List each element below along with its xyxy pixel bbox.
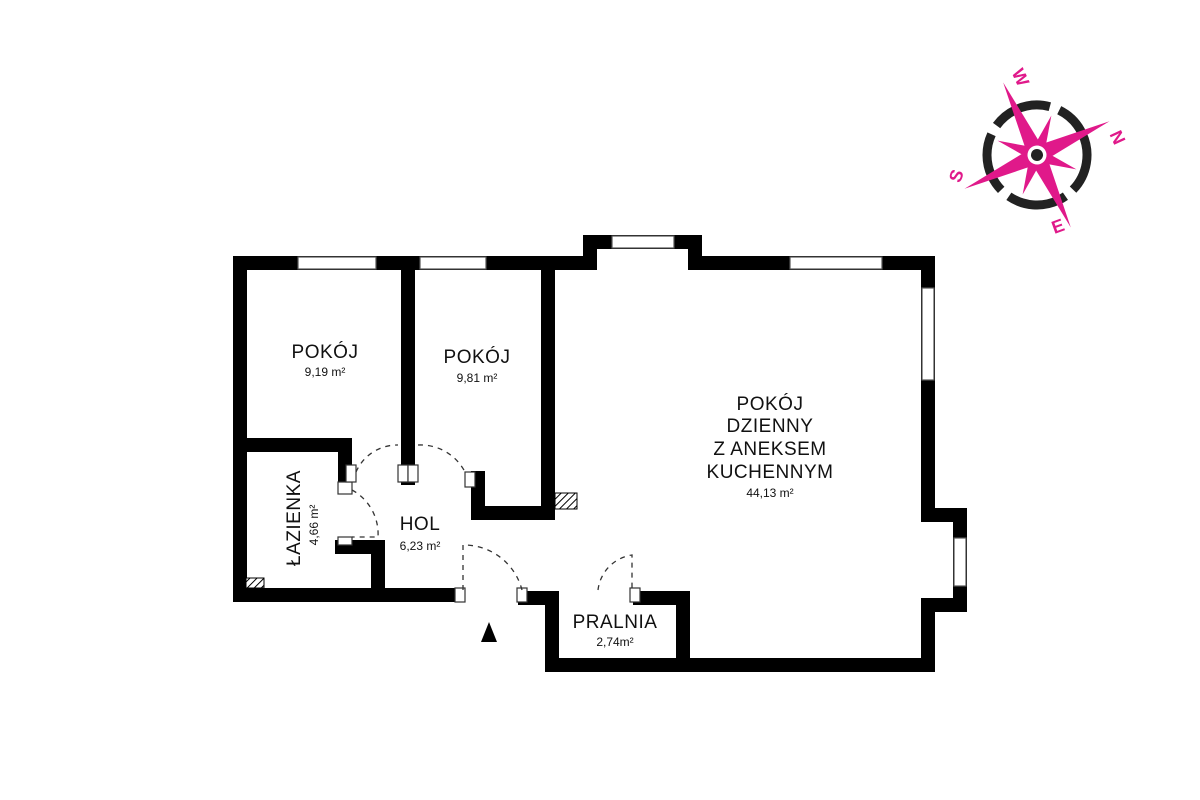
chimney-icon: [245, 577, 265, 589]
window: [953, 537, 967, 587]
chimney-icon: [554, 492, 578, 510]
compass-north-label: N: [1106, 127, 1130, 147]
interior-wall: [335, 540, 385, 602]
room-name: ŁAZIENKA: [284, 470, 305, 566]
room-area: 4,66 m²: [307, 505, 321, 546]
entrance-triangle-icon: [481, 622, 497, 642]
window: [921, 287, 935, 381]
room-area: 9,19 m²: [305, 365, 346, 379]
room-area: 6,23 m²: [400, 539, 441, 553]
entrance-door-swing: [462, 544, 523, 591]
interior-wall: [233, 438, 352, 489]
compass-rose-icon: [964, 82, 1110, 228]
room-area: 44,13 m²: [746, 486, 793, 500]
room-name: POKÓJ: [292, 341, 359, 363]
room-name-line: KUCHENNYM: [707, 462, 834, 483]
window: [789, 256, 883, 270]
door-swing: [417, 444, 467, 475]
compass-south-label: S: [945, 167, 968, 185]
room-name: HOL: [400, 514, 441, 535]
room-name-line: POKÓJ: [737, 393, 804, 415]
room-area: 2,74m²: [596, 635, 633, 649]
interior-wall: [633, 591, 690, 672]
room-name-line: DZIENNY: [727, 416, 814, 437]
compass-east-label: E: [1049, 215, 1067, 238]
window: [419, 256, 487, 270]
room-name-line: Z ANEKSEM: [713, 439, 826, 460]
room-area: 9,81 m²: [457, 371, 498, 385]
room-name: PRALNIA: [573, 612, 658, 633]
door-swing: [355, 444, 399, 473]
interior-wall: [471, 256, 555, 520]
door-swing: [351, 489, 379, 538]
room-name: POKÓJ: [444, 346, 511, 368]
door-swing: [597, 554, 633, 591]
compass-west-label: W: [1008, 66, 1033, 90]
window: [297, 256, 377, 270]
window: [611, 235, 675, 249]
